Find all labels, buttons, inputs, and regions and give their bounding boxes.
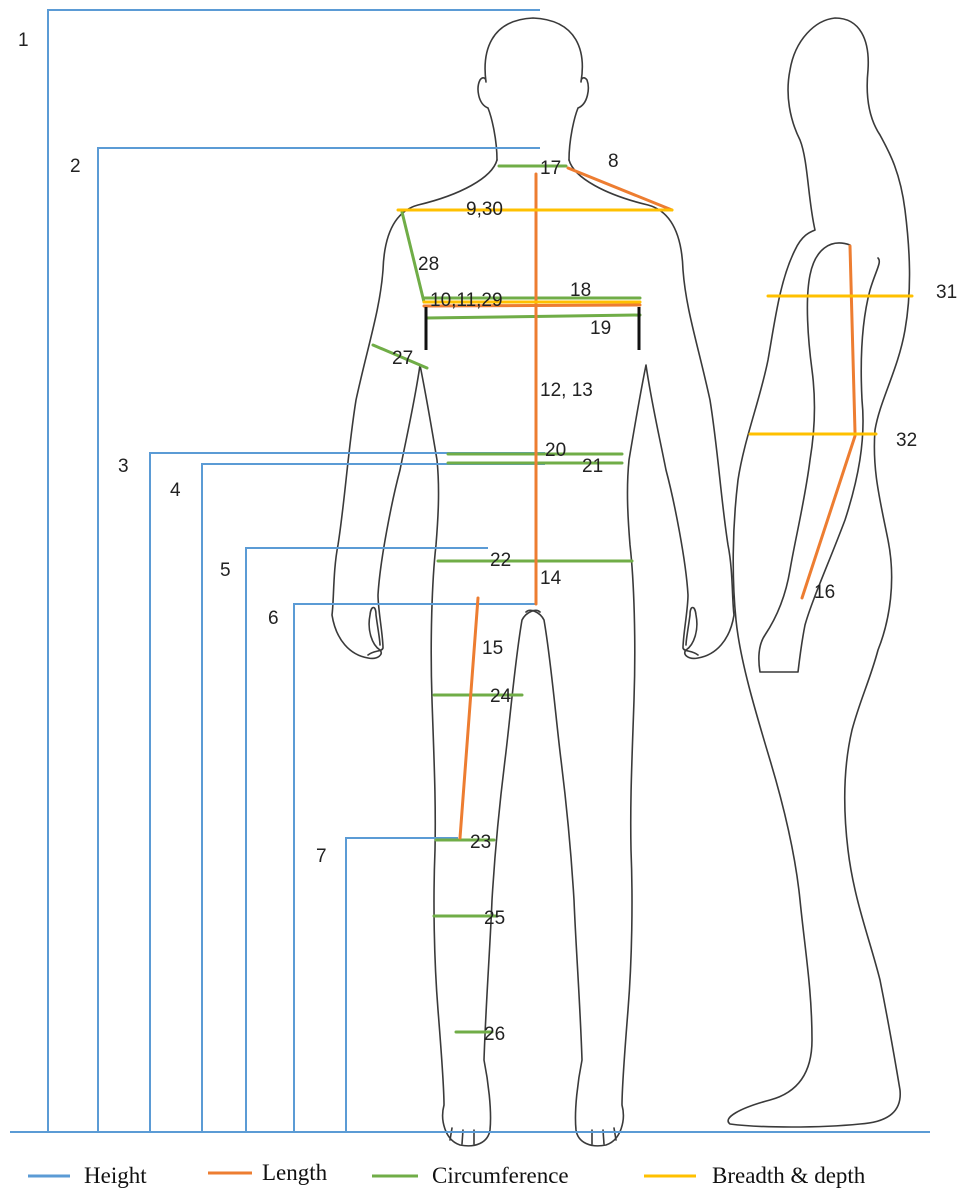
label-14: 14 (540, 568, 562, 589)
circumference-lines (373, 166, 640, 1032)
label-32: 32 (896, 430, 917, 451)
height-label-1: 1 (18, 30, 29, 51)
len-side-back (850, 246, 855, 432)
front-right-contour (526, 160, 734, 1146)
label-19: 19 (590, 318, 611, 339)
legend-label-circumference: Circumference (432, 1163, 569, 1188)
label-8: 8 (608, 151, 619, 172)
legend-label-height: Height (84, 1163, 147, 1188)
label-15: 15 (482, 638, 503, 659)
height-label-3: 3 (118, 456, 129, 477)
label-25: 25 (484, 908, 505, 929)
length-lines (424, 168, 855, 838)
height-label-2: 2 (70, 156, 81, 177)
height-label-6: 6 (268, 608, 279, 629)
front-body-outline (332, 18, 734, 1146)
height-label-4: 4 (170, 480, 181, 501)
label-20: 20 (545, 440, 566, 461)
height-line-7 (346, 838, 458, 1132)
front-head (478, 18, 588, 160)
height-label-5: 5 (220, 560, 231, 581)
label-12-13: 12, 13 (540, 380, 593, 401)
label-26: 26 (484, 1024, 505, 1045)
label-16: 16 (814, 582, 835, 603)
height-label-7: 7 (316, 846, 327, 867)
legend: Height Length Circumference Breadth & de… (28, 1160, 866, 1188)
legend-label-breadth: Breadth & depth (712, 1163, 866, 1188)
side-contour (728, 18, 909, 1127)
label-23: 23 (470, 832, 491, 853)
label-24: 24 (490, 686, 512, 707)
label-17: 17 (540, 158, 561, 179)
label-21: 21 (582, 456, 603, 477)
label-10-11-29: 10,11,29 (430, 290, 503, 311)
legend-label-length: Length (262, 1160, 328, 1185)
label-28: 28 (418, 254, 439, 275)
label-18: 18 (570, 280, 591, 301)
label-22: 22 (490, 550, 511, 571)
side-body-outline (728, 18, 909, 1127)
len-15-inseam (460, 598, 478, 838)
label-9-30: 9,30 (466, 199, 503, 220)
height-lines (48, 10, 545, 1132)
height-line-6 (294, 604, 536, 1132)
len-8-shoulder (568, 168, 672, 210)
label-27: 27 (392, 348, 413, 369)
label-31: 31 (936, 282, 957, 303)
